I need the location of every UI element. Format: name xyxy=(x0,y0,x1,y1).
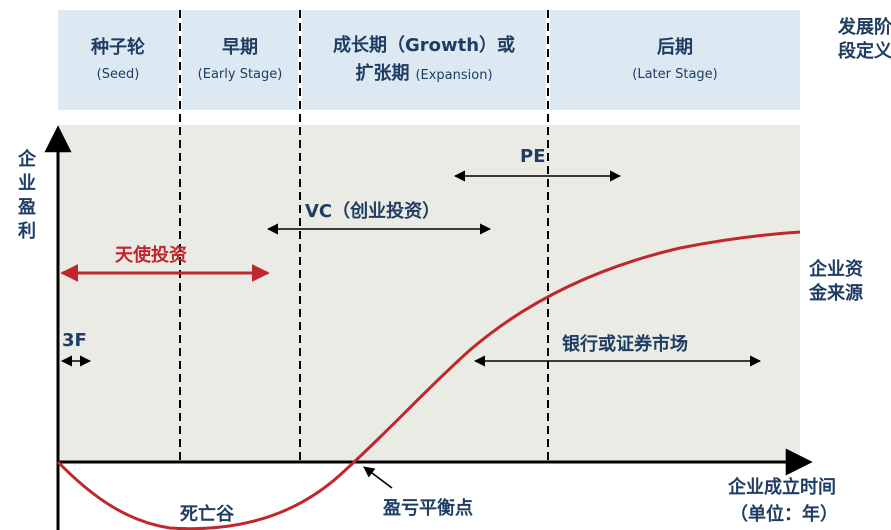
stage-expansion-title: 扩张期 xyxy=(355,63,410,84)
stage-later: 后期 (Later Stage) xyxy=(550,10,800,110)
stage-early-subtitle: (Early Stage) xyxy=(197,67,283,82)
break-even-pointer xyxy=(363,466,393,489)
stage-early-title: 早期 xyxy=(222,37,258,58)
pe-label: PE xyxy=(520,146,546,167)
stage-growth: 成长期（Growth）或 扩张期 (Expansion) xyxy=(302,10,546,110)
vc-label: VC（创业投资） xyxy=(305,201,441,222)
chart-background xyxy=(58,125,800,463)
stage-early: 早期 (Early Stage) xyxy=(182,10,298,110)
stage-seed-title: 种子轮 xyxy=(91,37,145,58)
bank-label: 银行或证券市场 xyxy=(562,334,688,355)
funding-source-label: 企业资金来源 xyxy=(809,259,863,304)
angel-label: 天使投资 xyxy=(115,245,187,266)
three-f-label: 3F xyxy=(62,330,87,351)
stage-seed-subtitle: (Seed) xyxy=(96,67,140,82)
stage-later-subtitle: (Later Stage) xyxy=(632,67,718,82)
stage-later-title: 后期 xyxy=(657,37,693,58)
stage-growth-subtitle: (Expansion) xyxy=(415,68,493,83)
stage-growth-line2: 扩张期 (Expansion) xyxy=(355,62,492,86)
y-axis-label: 企业盈利 xyxy=(18,149,36,242)
profit-curve xyxy=(56,230,801,530)
stage-seed: 种子轮 (Seed) xyxy=(58,10,178,110)
stage-growth-title: 成长期（Growth）或 xyxy=(332,35,516,56)
break-even-label: 盈亏平衡点 xyxy=(383,498,473,519)
x-axis-label-line2: （单位：年） xyxy=(730,504,838,525)
death-valley-label: 死亡谷 xyxy=(180,504,234,525)
x-axis-label-line1: 企业成立时间 xyxy=(728,477,836,498)
stage-definition-label: 发展阶段定义 xyxy=(838,17,891,62)
